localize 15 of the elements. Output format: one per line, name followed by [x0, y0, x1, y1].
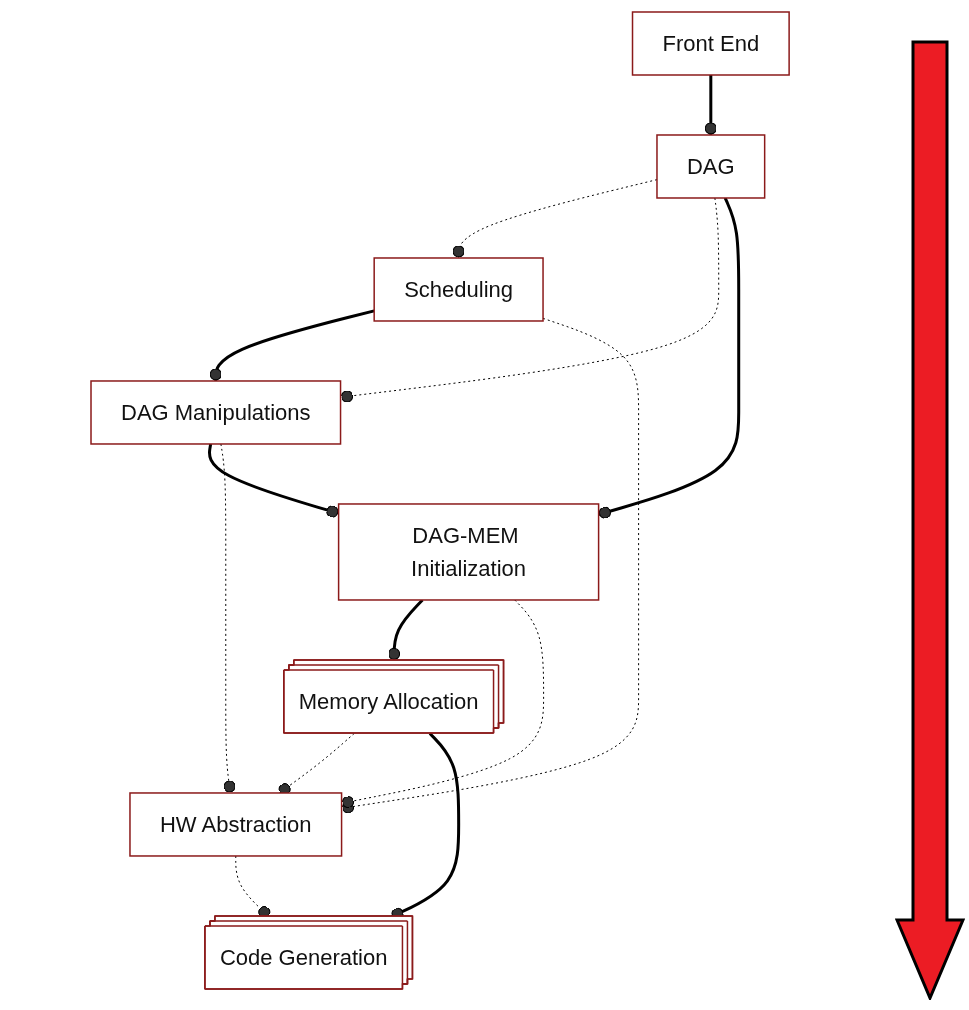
node-box: DAG [656, 133, 766, 199]
connector [220, 443, 236, 793]
connector [207, 443, 339, 518]
node-box: HW Abstraction [129, 791, 343, 857]
node-box: DAG Manipulations [90, 379, 342, 445]
connector [340, 197, 720, 402]
node-box: DAG-MEM Initialization [337, 502, 600, 601]
connector [704, 74, 717, 135]
connector [341, 317, 640, 813]
node-box: Scheduling [373, 256, 544, 322]
connector [598, 196, 741, 519]
connector [209, 308, 375, 381]
connector [341, 599, 545, 808]
connector [387, 598, 424, 660]
node-box: Front End [631, 10, 790, 76]
